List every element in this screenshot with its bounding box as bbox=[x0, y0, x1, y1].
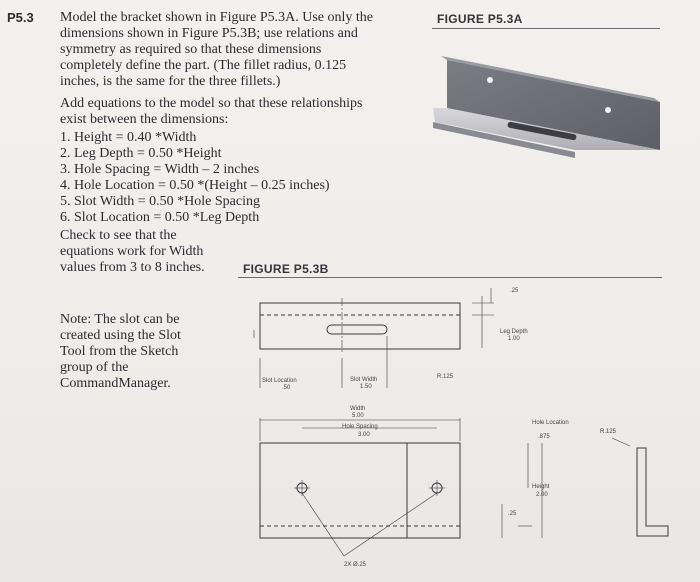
statement-line: symmetry as required so that these dimen… bbox=[60, 42, 322, 57]
figure-a-label: FIGURE P5.3A bbox=[437, 12, 523, 26]
statement-line: exist between the dimensions: bbox=[60, 112, 229, 127]
check-line: values from 3 to 8 inches. bbox=[60, 260, 205, 275]
note-line: CommandManager. bbox=[60, 376, 171, 391]
dim-height-value: 2.00 bbox=[536, 492, 548, 498]
equation-item: 2. Leg Depth = 0.50 *Height bbox=[60, 146, 222, 161]
dim-width-label: Width bbox=[350, 406, 365, 412]
figure-b-drawing: .25 Leg Depth 1.00 Slot Location .50 Slo… bbox=[253, 288, 669, 568]
bracket-back-face bbox=[447, 60, 660, 150]
dim-hole-spacing-label: Hole Spacing bbox=[342, 424, 378, 430]
dim-leg-depth-label: Leg Depth bbox=[500, 329, 528, 335]
dim-fillet-side: R.125 bbox=[600, 429, 617, 435]
front-view-outline bbox=[259, 442, 461, 539]
top-view-outline bbox=[259, 302, 461, 350]
hole-feature bbox=[487, 77, 493, 83]
dim-slot-width-value: 1.50 bbox=[360, 384, 372, 390]
dim-hole-diameter: 2X Ø.25 bbox=[344, 562, 367, 568]
equation-item: 5. Slot Width = 0.50 *Hole Spacing bbox=[60, 194, 260, 209]
dim-slot-width-label: Slot Width bbox=[350, 377, 377, 383]
equation-item: 4. Hole Location = 0.50 *(Height – 0.25 … bbox=[60, 178, 330, 193]
note-line: group of the bbox=[60, 360, 129, 375]
figure-a-rule bbox=[432, 28, 660, 29]
dim-hole-spacing-value: 3.00 bbox=[358, 432, 370, 438]
dim-slot-location-label: Slot Location bbox=[262, 378, 297, 384]
dim-hole-location-label: Hole Location bbox=[532, 420, 569, 426]
statement-line: Model the bracket shown in Figure P5.3A.… bbox=[60, 10, 374, 25]
dim-slot-location-value: .50 bbox=[282, 385, 291, 391]
figure-b-rule bbox=[238, 277, 662, 278]
statement-line: Add equations to the model so that these… bbox=[60, 96, 363, 111]
note-line: Tool from the Sketch bbox=[60, 344, 179, 359]
check-line: equations work for Width bbox=[60, 244, 204, 259]
statement-line: inches, is the same for the three fillet… bbox=[60, 74, 281, 89]
hole-feature bbox=[605, 107, 611, 113]
equation-item: 6. Slot Location = 0.50 *Leg Depth bbox=[60, 210, 260, 225]
dim-leg-depth-value: 1.00 bbox=[508, 336, 520, 342]
dim-hole-location-value: .875 bbox=[538, 434, 550, 440]
note-line: created using the Slot bbox=[60, 328, 181, 343]
equation-item: 1. Height = 0.40 *Width bbox=[60, 130, 197, 145]
side-view-outline bbox=[636, 447, 669, 537]
figure-a-bracket-image bbox=[433, 56, 660, 158]
equation-item: 3. Hole Spacing = Width – 2 inches bbox=[60, 162, 260, 177]
statement-line: completely define the part. (The fillet … bbox=[60, 58, 347, 73]
statement-line: dimensions shown in Figure P5.3B; use re… bbox=[60, 26, 358, 41]
dim-height-label: Height bbox=[532, 484, 550, 490]
check-line: Check to see that the bbox=[60, 228, 177, 243]
dim-fillet-front: R.125 bbox=[437, 374, 454, 380]
slot-feature bbox=[507, 121, 577, 141]
figure-b-label: FIGURE P5.3B bbox=[243, 262, 329, 276]
dim-top-25: .25 bbox=[510, 288, 519, 294]
top-view-slot bbox=[326, 324, 388, 335]
problem-number: P5.3 bbox=[7, 10, 34, 25]
dim-width-value: 5.00 bbox=[352, 413, 364, 419]
dim-bottom-25: .25 bbox=[508, 511, 517, 517]
note-line: Note: The slot can be bbox=[60, 312, 180, 327]
